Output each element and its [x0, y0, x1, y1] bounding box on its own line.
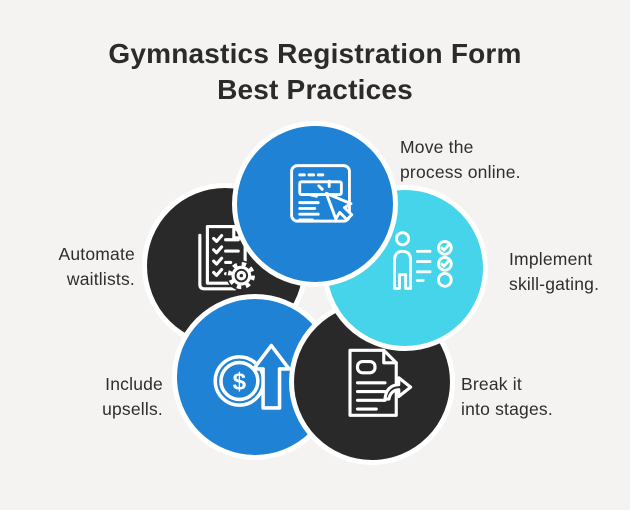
- circle-move-online: [232, 121, 398, 287]
- label-move-online: Move the process online.: [400, 137, 521, 182]
- checklist-gear-icon: [198, 225, 257, 291]
- person-checklist-icon: [393, 230, 453, 290]
- label-break-stages: Break it into stages.: [461, 374, 553, 419]
- coin-up-arrow-icon: $: [213, 344, 291, 410]
- label-skill-gating: Implement skill-gating.: [509, 249, 600, 294]
- label-automate-waitlists: Automate waitlists.: [58, 244, 135, 289]
- dollar-sign: $: [233, 369, 247, 396]
- document-forward-icon: [348, 348, 413, 418]
- label-include-upsells: Include upsells.: [102, 374, 163, 419]
- browser-click-icon: [290, 164, 354, 223]
- page-title: Gymnastics Registration Form Best Practi…: [108, 38, 522, 105]
